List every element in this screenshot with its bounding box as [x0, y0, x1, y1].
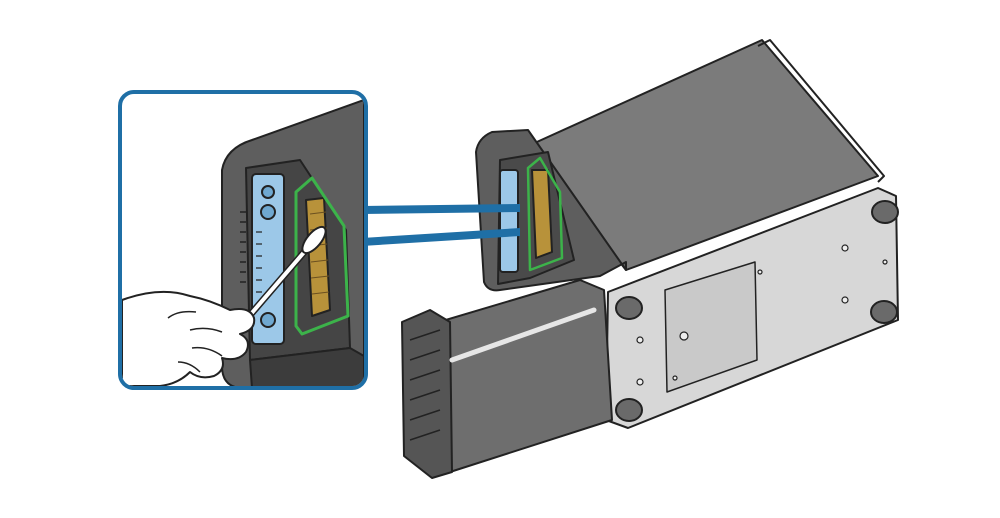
device: [401, 39, 899, 479]
cartridge-highlight: [449, 307, 597, 363]
foot: [870, 300, 898, 324]
screws: [636, 244, 888, 386]
connector-teeth: [256, 231, 262, 293]
magnifier-callout-icon: [118, 90, 368, 390]
foot: [615, 296, 643, 320]
highlight-green: [294, 176, 350, 336]
highlight-green-small: [526, 156, 564, 272]
connector-blue-small: [499, 169, 519, 273]
base-panel: [664, 261, 758, 393]
cartridge-ribs: [409, 329, 441, 441]
serrated-edge: [240, 211, 246, 283]
hand-creases: [167, 310, 223, 373]
contact-strip-small: [531, 169, 553, 259]
foot: [871, 200, 899, 224]
hand-icon: [122, 290, 256, 386]
connector-screw: [261, 185, 275, 199]
connector-screw: [260, 204, 276, 220]
callout-pointer: [362, 204, 520, 246]
connector-screw: [260, 312, 276, 328]
device-top-edge: [757, 39, 885, 183]
foot: [615, 398, 643, 422]
slot-ledge: [249, 347, 364, 386]
